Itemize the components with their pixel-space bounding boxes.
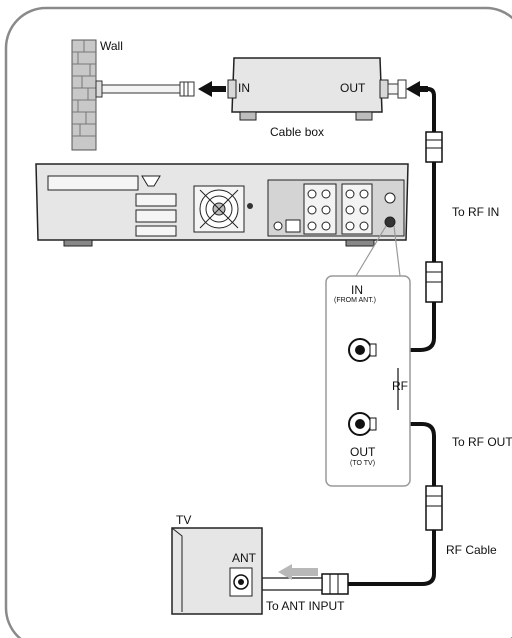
arrow-gray-to-tv — [278, 564, 318, 580]
panel-in-label: IN — [351, 283, 363, 297]
to-ant-input-label: To ANT INPUT — [266, 599, 345, 613]
panel-out-sub-label: (TO TV) — [350, 460, 376, 467]
cable-box-in-label: IN — [238, 81, 250, 95]
cable-box-illustration — [227, 57, 389, 121]
rf-cable-label: RF Cable — [446, 543, 497, 557]
wall-cable — [95, 80, 195, 98]
ant-label: ANT — [232, 551, 256, 565]
zoom-leader-lines — [355, 225, 401, 277]
tv-label: TV — [176, 513, 192, 527]
rf-label: RF — [392, 379, 408, 393]
rf-connector-upper — [425, 131, 443, 303]
rf-cable-in-path — [372, 87, 436, 352]
panel-out-label: OUT — [350, 445, 376, 459]
cable-box-out-label: OUT — [340, 81, 366, 95]
rf-in-jack — [348, 338, 377, 362]
frame-border — [4, 6, 512, 638]
cable-box-out-connector — [387, 79, 407, 99]
cable-box-label: Cable box — [270, 125, 325, 139]
panel-in-sub-label: (FROM ANT.) — [334, 297, 376, 304]
tv-ant-jack — [233, 574, 249, 590]
to-rf-out-label: To RF OUT — [452, 435, 512, 449]
tv-illustration — [171, 527, 263, 615]
wall-illustration — [71, 39, 97, 151]
recorder-rear-panel — [35, 163, 409, 247]
rf-out-jack — [348, 412, 377, 436]
arrow-from-box-out — [406, 81, 428, 97]
wall-label: Wall — [100, 39, 123, 53]
zoom-panel — [325, 275, 411, 487]
arrow-to-wall — [198, 81, 226, 97]
to-rf-in-label: To RF IN — [452, 205, 500, 219]
rf-connector-lower — [261, 485, 443, 595]
